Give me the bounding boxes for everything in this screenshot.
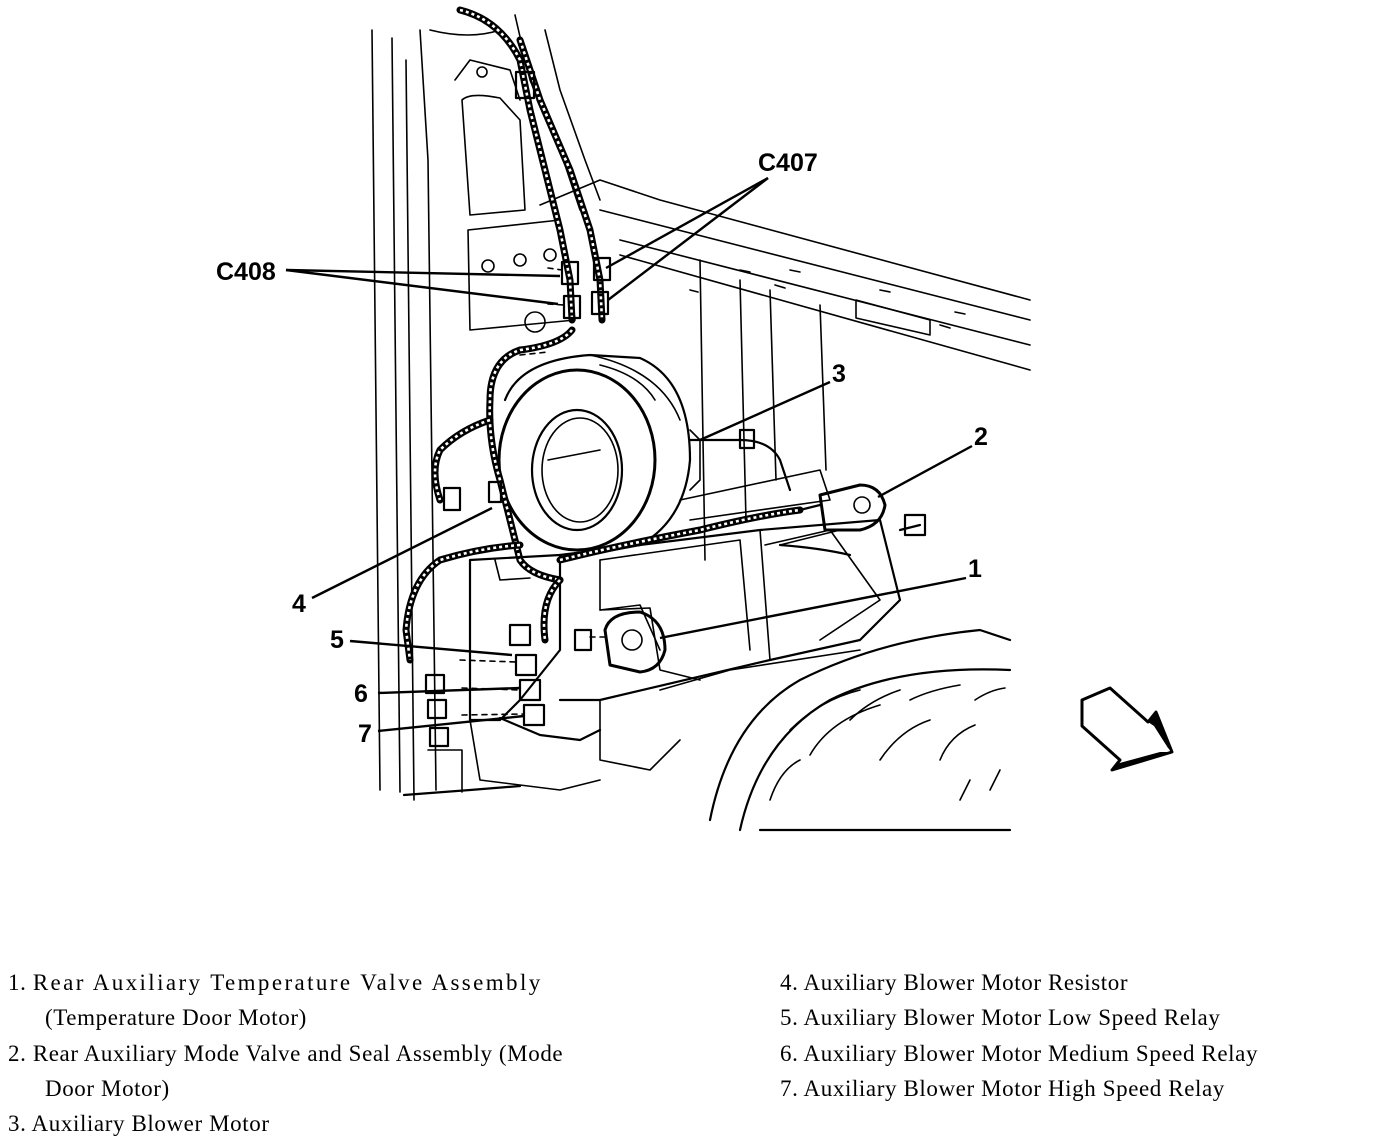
connectors: [424, 70, 927, 748]
legend-item-3: 3. Auxiliary Blower Motor: [8, 1111, 270, 1136]
callout-2: 2: [974, 423, 988, 451]
callout-7: 7: [358, 720, 372, 748]
wiring-harness: [402, 6, 922, 664]
mode-door-motor: [778, 483, 887, 557]
component-location-diagram: C407 C408 1 2 3 4 5 6 7: [216, 6, 1174, 832]
callout-1: 1: [968, 555, 982, 583]
callout-5: 5: [330, 626, 344, 654]
callout-3: 3: [832, 360, 846, 388]
callout-labels: C407 C408 1 2 3 4 5 6 7: [216, 149, 988, 748]
air-duct: [708, 628, 1012, 832]
blower-motor-assembly: [497, 353, 701, 562]
legend-item-1: 1. Rear Auxiliary Temperature Valve Asse…: [8, 970, 543, 1030]
front-direction-arrow-icon: [1080, 686, 1174, 772]
legend-item-6: 6. Auxiliary Blower Motor Medium Speed R…: [780, 1041, 1259, 1066]
legend-item-7: 7. Auxiliary Blower Motor High Speed Rel…: [780, 1076, 1225, 1101]
callout-leaders: [285, 176, 973, 733]
callout-c408: C408: [216, 258, 276, 286]
legend-item-5: 5. Auxiliary Blower Motor Low Speed Rela…: [780, 1005, 1221, 1030]
callout-c407: C407: [758, 149, 818, 177]
legend-item-2: 2. Rear Auxiliary Mode Valve and Seal As…: [8, 1041, 564, 1101]
legend-item-4: 4. Auxiliary Blower Motor Resistor: [780, 970, 1129, 995]
callout-4: 4: [292, 590, 306, 618]
callout-6: 6: [354, 680, 368, 708]
temperature-door-motor: [603, 610, 667, 674]
hvac-module: [468, 469, 902, 791]
